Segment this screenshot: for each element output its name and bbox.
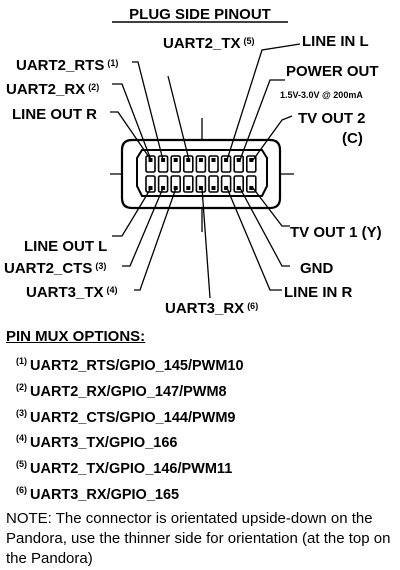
connector-pin-contact xyxy=(224,186,229,190)
connector-pin-contact xyxy=(186,158,191,162)
connector-pin xyxy=(208,155,219,173)
label-uart2-cts: UART2_CTS(3) xyxy=(4,260,106,277)
pinmux-item-text: UART3_TX/GPIO_166 xyxy=(30,435,178,452)
top-leader-lines xyxy=(110,43,301,161)
label-line-in-l: LINE IN L xyxy=(302,33,369,50)
pinmux-item-number: (3) xyxy=(16,407,27,418)
label-line-out-r: LINE OUT R xyxy=(12,106,97,123)
connector-pin-contact xyxy=(224,158,229,162)
connector-pin-contact xyxy=(173,158,178,162)
label-tv-out-2: TV OUT 2 xyxy=(298,110,366,127)
pinmux-item: (4)UART3_TX/GPIO_166 xyxy=(16,428,396,454)
pinmux-item: (2)UART2_RX/GPIO_147/PWM8 xyxy=(16,377,396,403)
connector-pin xyxy=(233,175,244,193)
pinmux-item: (6)UART3_RX/GPIO_165 xyxy=(16,480,396,506)
pinmux-item-text: UART2_CTS/GPIO_144/PWM9 xyxy=(30,409,236,426)
connector-pin-contact xyxy=(161,158,166,162)
label-tv-out-2-sub: (C) xyxy=(342,130,363,147)
pinmux-item: (1)UART2_RTS/GPIO_145/PWM10 xyxy=(16,351,396,377)
connector-pin-contact xyxy=(211,186,216,190)
pinmux-item: (5)UART2_TX/GPIO_146/PWM11 xyxy=(16,454,396,480)
pinmux-item-number: (6) xyxy=(16,485,27,496)
connector-pin xyxy=(145,155,156,173)
label-tv-out-1: TV OUT 1 (Y) xyxy=(290,224,382,241)
label-uart2-tx: UART2_TX(5) xyxy=(163,35,255,52)
connector-pin-contact xyxy=(249,158,254,162)
connector-pin-contact xyxy=(236,186,241,190)
connector-pin-contact xyxy=(198,158,203,162)
wire-tv-out-1 xyxy=(252,187,290,227)
pinmux-item: (3)UART2_CTS/GPIO_144/PWM9 xyxy=(16,403,396,429)
wire-tv-out-2 xyxy=(252,115,293,161)
wire-gnd xyxy=(239,187,290,267)
connector-pin-contact xyxy=(186,186,191,190)
wire-uart3-tx xyxy=(134,187,177,291)
connector-pin xyxy=(183,175,194,193)
orientation-note: NOTE: The connector is orientated upside… xyxy=(6,509,391,567)
pinmux-section: PIN MUX OPTIONS: (1)UART2_RTS/GPIO_145/P… xyxy=(6,328,396,569)
pinmux-item-text: UART3_RX/GPIO_165 xyxy=(30,486,180,503)
pinmux-item-text: UART2_RTS/GPIO_145/PWM10 xyxy=(30,357,244,374)
label-uart3-rx: UART3_RX(6) xyxy=(165,300,258,317)
top-pin-row xyxy=(145,155,257,173)
connector-pin xyxy=(170,175,181,193)
connector-pin xyxy=(145,175,156,193)
pinmux-item-number: (5) xyxy=(16,459,27,470)
pinmux-title: PIN MUX OPTIONS: xyxy=(6,328,146,345)
label-line-out-l: LINE OUT L xyxy=(24,238,107,255)
pinmux-item-text: UART2_RX/GPIO_147/PWM8 xyxy=(30,383,227,400)
connector-pin xyxy=(157,175,169,193)
connector-pin-contact xyxy=(211,158,216,162)
connector-pin xyxy=(208,175,219,193)
pinmux-item-number: (2) xyxy=(16,381,27,392)
bottom-pin-row xyxy=(145,175,257,193)
connector-pin xyxy=(220,175,232,193)
connector-pin xyxy=(170,155,181,173)
wire-uart2-tx xyxy=(167,75,190,161)
connector-pin-contact xyxy=(198,186,203,190)
connector-pin xyxy=(157,155,169,173)
connector-pin-contact xyxy=(236,158,241,162)
connector-pin xyxy=(220,155,232,173)
wire-line-out-r xyxy=(110,111,152,161)
connector-pin xyxy=(195,175,207,193)
wire-line-in-l xyxy=(226,43,301,161)
diagram-title: PLUG SIDE PINOUT xyxy=(129,6,271,23)
label-uart2-rx: UART2_RX(2) xyxy=(6,81,99,98)
label-power-out: POWER OUT xyxy=(286,63,379,80)
connector-pin xyxy=(233,155,244,173)
label-uart3-tx: UART3_TX(4) xyxy=(26,284,118,301)
wire-uart3-rx xyxy=(201,187,211,299)
label-line-in-r: LINE IN R xyxy=(284,284,353,301)
label-uart2-rts: UART2_RTS(1) xyxy=(16,57,118,74)
pinout-diagram: PLUG SIDE PINOUT UART2_TX(5) LINE IN L U… xyxy=(4,6,382,317)
connector-pin-contact xyxy=(161,186,166,190)
pinmux-item-number: (1) xyxy=(16,356,27,366)
connector-pin-contact xyxy=(249,186,254,190)
wire-uart2-rx xyxy=(112,83,152,161)
wire-uart2-cts xyxy=(122,187,164,267)
label-power-spec: 1.5V-3.0V @ 200mA xyxy=(280,90,363,100)
pinmux-item-number: (4) xyxy=(16,433,27,444)
pinmux-item-text: UART2_TX/GPIO_146/PWM11 xyxy=(30,461,233,478)
connector-pin xyxy=(195,155,207,173)
label-gnd: GND xyxy=(300,260,334,277)
wire-uart2-rts xyxy=(132,61,164,161)
bottom-leader-lines xyxy=(112,187,290,299)
wire-power-out xyxy=(239,79,285,161)
wire-line-out-l xyxy=(112,187,152,237)
wire-line-in-r xyxy=(226,187,282,291)
